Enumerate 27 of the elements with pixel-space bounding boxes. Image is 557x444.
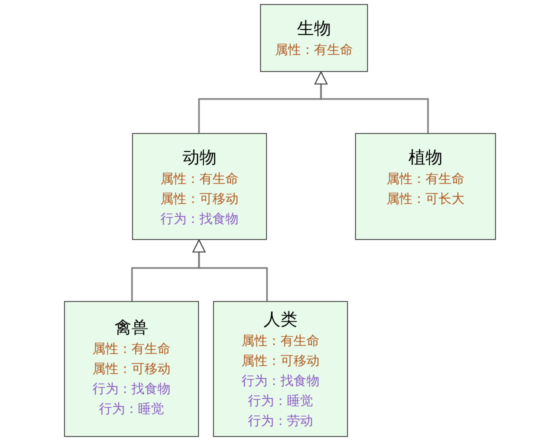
- class-name: 生物: [297, 19, 331, 39]
- behavior-text: 行为：睡觉: [99, 402, 164, 418]
- attribute-text: 属性：有生命: [92, 342, 170, 358]
- inheritance-arrow: [192, 240, 268, 301]
- class-box: [213, 301, 348, 437]
- attribute-text: 属性：可移动: [242, 354, 320, 370]
- behavior-text: 行为：劳动: [248, 414, 313, 430]
- class-box: [64, 301, 199, 437]
- attribute-text: 属性：可移动: [92, 362, 170, 378]
- class-name: 植物: [408, 148, 442, 168]
- attribute-text: 属性：可移动: [160, 192, 238, 208]
- class-name: 动物: [182, 148, 216, 168]
- inheritance-arrow: [314, 72, 429, 133]
- behavior-text: 行为：睡觉: [248, 394, 313, 410]
- class-box: [355, 133, 496, 240]
- attribute-text: 属性：有生命: [242, 334, 320, 350]
- behavior-text: 行为：找食物: [160, 212, 238, 228]
- behavior-text: 行为：找食物: [242, 374, 320, 390]
- attribute-text: 属性：有生命: [386, 172, 464, 188]
- attribute-text: 属性：有生命: [160, 172, 238, 188]
- behavior-text: 行为：找食物: [92, 382, 170, 398]
- attribute-text: 属性：可长大: [386, 192, 464, 208]
- attribute-text: 属性：有生命: [275, 43, 353, 59]
- class-name: 禽兽: [114, 318, 148, 338]
- class-box: [260, 4, 368, 72]
- class-box: [132, 133, 267, 240]
- class-name: 人类: [264, 310, 298, 330]
